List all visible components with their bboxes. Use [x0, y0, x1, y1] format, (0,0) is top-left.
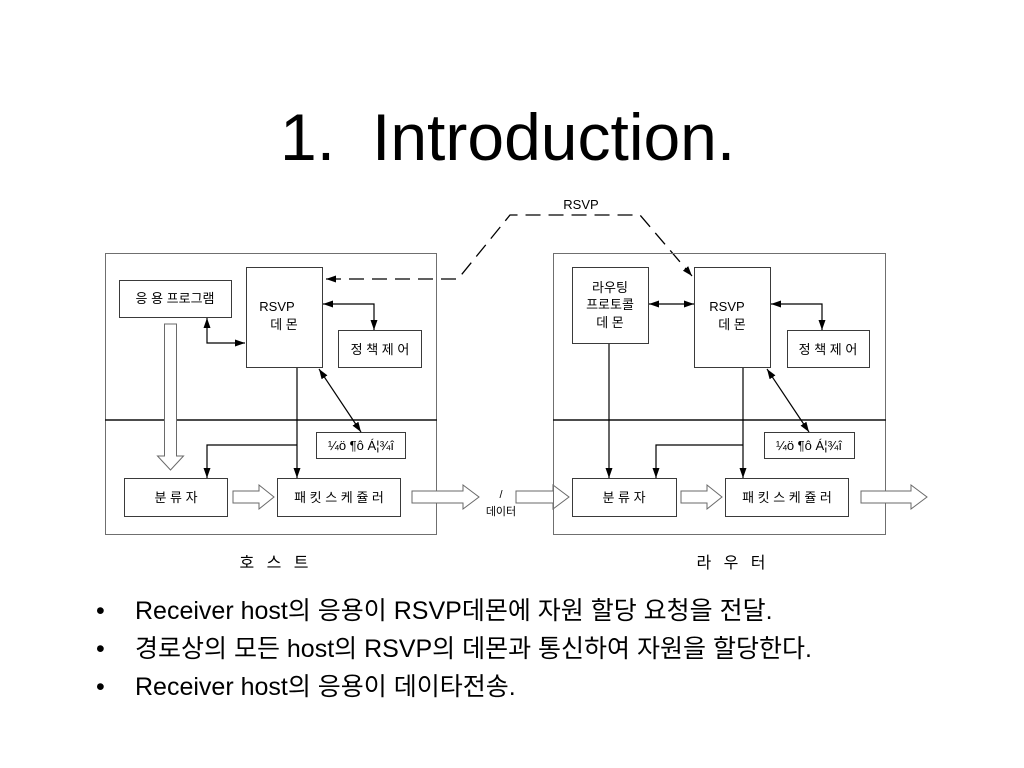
host-panel: 응 용 프로그램 RSVP 데 몬 정 책 제 어 ¼ö ¶ô Á¦¾î 분 류… — [105, 253, 437, 535]
host-application-box — [119, 280, 232, 318]
bullet-list: • Receiver host의 응용이 RSVP데몬에 자원 할당 요청을 전… — [0, 592, 1024, 706]
host-policy-control-box — [338, 330, 422, 368]
host-classifier-box — [124, 478, 228, 517]
host-rsvp-daemon-label-line2: 데 몬 — [270, 317, 298, 332]
router-rsvp-policy-arrow — [771, 300, 826, 330]
router-packet-scheduler-block: 패 킷 스 케 쥴 러 — [725, 478, 849, 517]
router-routing-daemon-box — [572, 267, 649, 344]
router-classifier-box — [572, 478, 677, 517]
host-output-hollow-arrow — [411, 484, 480, 510]
router-rsvp-daemon-label-line1: RSVP — [709, 299, 744, 314]
host-rsvp-policy-arrow — [323, 300, 378, 330]
router-routing-daemon-label-line2: 프로토콜 — [586, 297, 634, 312]
host-application-label: 응 용 프로그램 — [136, 291, 215, 306]
host-classifier-block: 분 류 자 — [124, 478, 228, 517]
router-routing-daemon-block: 라우팅 프로토콜 데 몬 — [572, 267, 649, 344]
router-classifier-scheduler-hollow-arrow — [680, 483, 723, 511]
router-policy-control-block: 정 책 제 어 — [787, 330, 870, 368]
host-policy-control-label: 정 책 제 어 — [351, 342, 410, 357]
bullet-icon: • — [96, 673, 105, 701]
router-classifier-label: 분 류 자 — [602, 490, 645, 505]
bullet-icon: • — [96, 635, 105, 663]
host-policy-control-block: 정 책 제 어 — [338, 330, 422, 368]
host-rsvp-daemon-box — [246, 267, 323, 368]
host-caption: 호 스 트 — [239, 555, 312, 572]
router-policy-control-label: 정 책 제 어 — [799, 342, 858, 357]
bullet-text: Receiver host의 응용이 데이타전송. — [135, 673, 516, 701]
slide-title: Introduction. — [372, 100, 736, 174]
host-classifier-scheduler-hollow-arrow — [232, 483, 275, 511]
rsvp-signaling-label: RSVP — [563, 197, 598, 212]
bullet-item: • 경로상의 모든 host의 RSVP의 데몬과 통신하여 자원을 할당한다. — [0, 630, 1024, 668]
host-rsvp-admission-arrow — [318, 368, 362, 433]
host-rsvp-daemon-block: RSVP 데 몬 — [246, 267, 323, 368]
router-output-hollow-arrow — [860, 484, 928, 510]
host-packet-scheduler-box — [277, 478, 401, 517]
host-admission-control-box — [316, 432, 406, 459]
router-rsvp-admission-arrow — [766, 368, 810, 433]
router-packet-scheduler-box — [725, 478, 849, 517]
host-admission-control-block: ¼ö ¶ô Á¦¾î — [316, 432, 406, 459]
router-rsvp-classifier-arrow — [652, 444, 743, 478]
router-admission-control-label: ¼ö ¶ô Á¦¾î — [776, 438, 842, 453]
host-rsvp-daemon-label-line1: RSVP — [259, 299, 294, 314]
host-packet-scheduler-block: 패 킷 스 케 쥴 러 — [277, 478, 401, 517]
router-routing-daemon-label-line1: 라우팅 — [592, 280, 628, 295]
host-rsvp-classifier-arrow — [203, 444, 297, 478]
router-routing-daemon-label-line3: 데 몬 — [596, 315, 624, 330]
data-path-label-line1: / — [499, 489, 503, 501]
slide-title-number: 1. — [280, 100, 336, 174]
router-input-hollow-arrow — [515, 484, 570, 510]
bullet-text: 경로상의 모든 host의 RSVP의 데몬과 통신하여 자원을 할당한다. — [135, 635, 812, 663]
router-frame — [553, 253, 886, 535]
host-packet-scheduler-label: 패 킷 스 케 쥴 러 — [294, 490, 384, 505]
host-admission-control-label: ¼ö ¶ô Á¦¾î — [328, 438, 394, 453]
host-app-data-hollow-arrow — [156, 323, 185, 471]
router-admission-control-block: ¼ö ¶ô Á¦¾î — [764, 432, 855, 459]
router-packet-scheduler-label: 패 킷 스 케 쥴 러 — [742, 490, 832, 505]
router-admission-control-box — [764, 432, 855, 459]
bullet-item: • Receiver host의 응용이 RSVP데몬에 자원 할당 요청을 전… — [0, 592, 1024, 630]
rsvp-signaling-dashed-arrow — [326, 214, 693, 283]
bullet-item: • Receiver host의 응용이 데이타전송. — [0, 668, 1024, 706]
host-classifier-label: 분 류 자 — [154, 490, 197, 505]
host-application-block: 응 용 프로그램 — [119, 280, 232, 318]
router-classifier-block: 분 류 자 — [572, 478, 677, 517]
host-app-rsvp-arrow — [203, 318, 245, 347]
bullet-icon: • — [96, 597, 105, 625]
router-panel: 라우팅 프로토콜 데 몬 RSVP 데 몬 정 책 제 어 ¼ö ¶ô Á¦¾î… — [553, 253, 886, 535]
host-frame — [105, 253, 437, 535]
bullet-text: Receiver host의 응용이 RSVP데몬에 자원 할당 요청을 전달. — [135, 597, 773, 625]
router-rsvp-daemon-label-line2: 데 몬 — [718, 317, 746, 332]
router-caption: 라 우 터 — [696, 554, 769, 572]
router-policy-control-box — [787, 330, 870, 368]
router-rsvp-daemon-block: RSVP 데 몬 — [694, 267, 771, 368]
router-rsvp-daemon-box — [694, 267, 771, 368]
data-path-label-line2: 데이터 — [486, 505, 516, 518]
